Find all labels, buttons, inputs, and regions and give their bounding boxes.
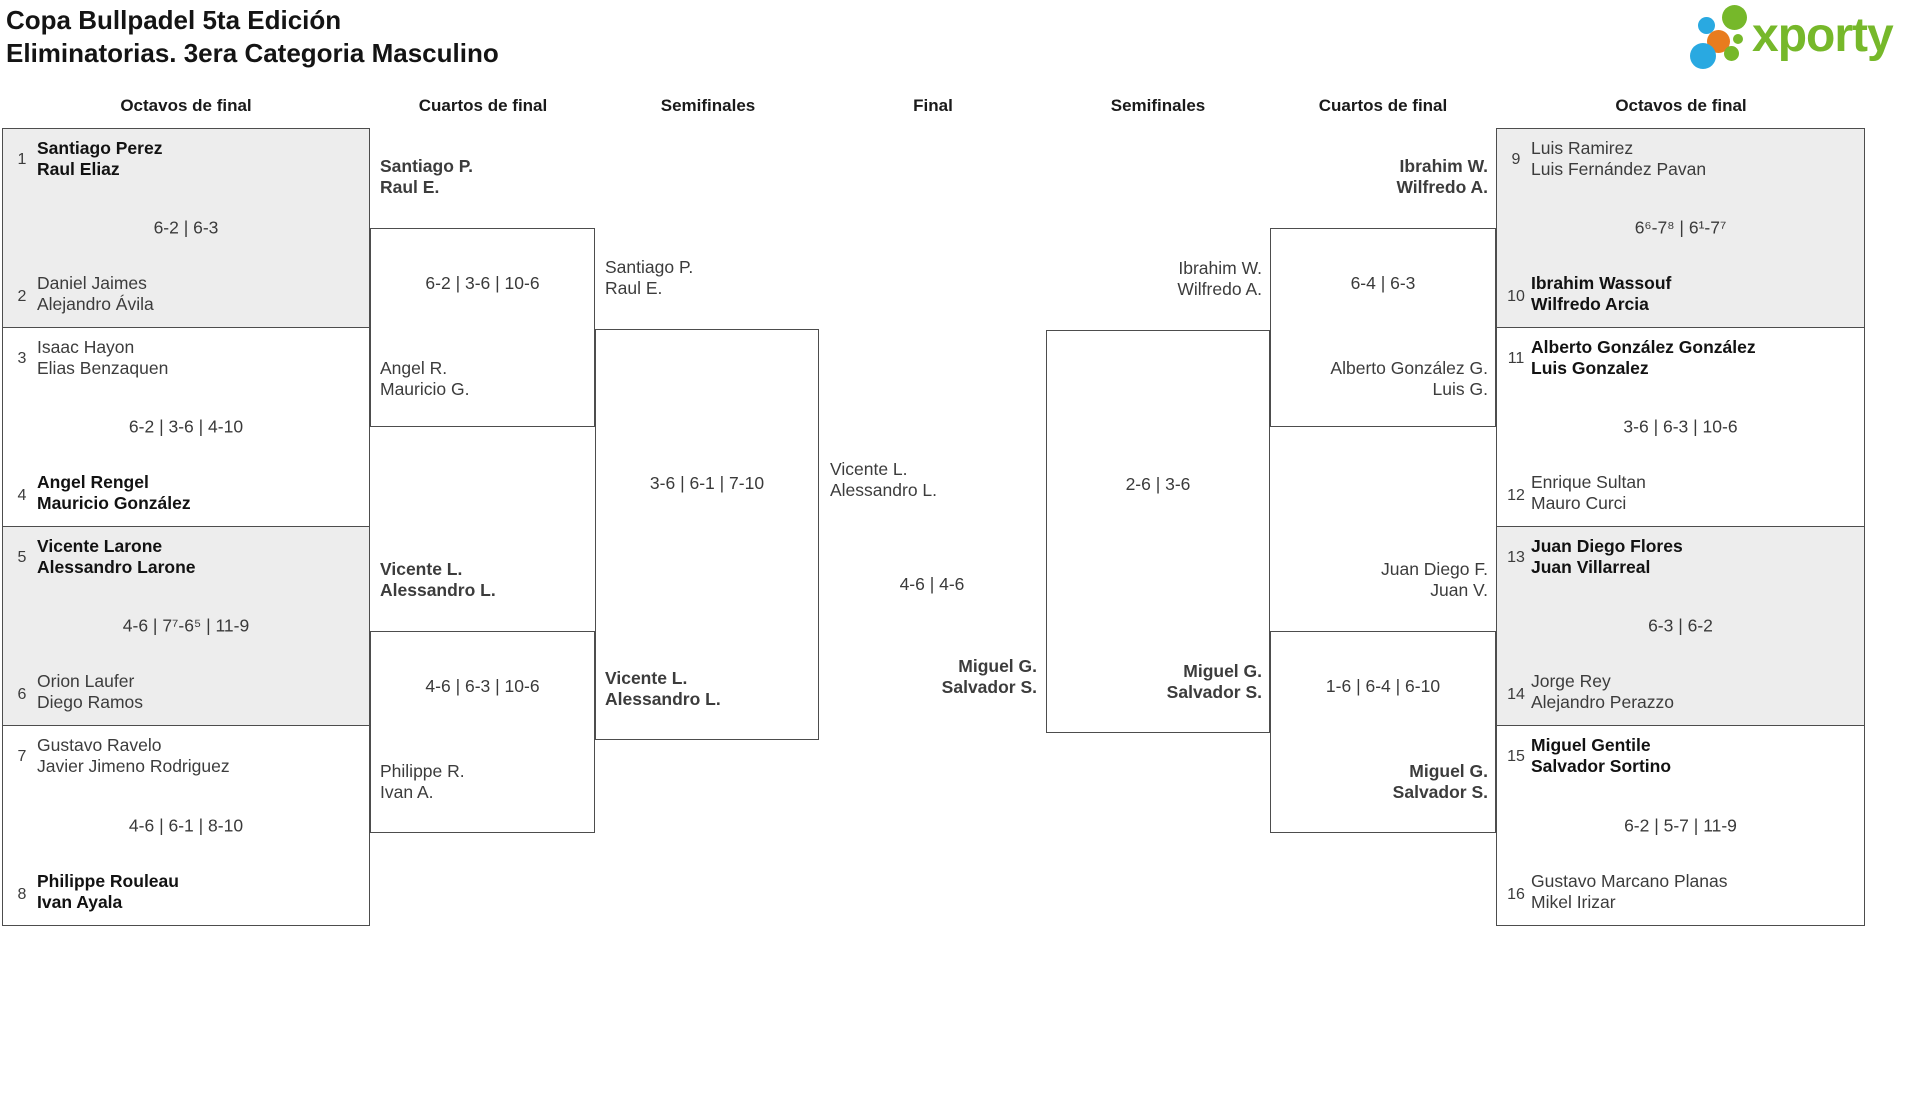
match-score: 6-4 | 6-3 (1350, 273, 1416, 293)
team-names: Miguel G. Salvador S. (941, 656, 1037, 697)
team-names: Angel R. Mauricio G. (380, 358, 470, 399)
team-names: Vicente L. Alessandro L. (830, 459, 938, 500)
match-score: 3-6 | 6-3 | 10-6 (1623, 416, 1738, 437)
match-score: 6-2 | 3-6 | 10-6 (425, 273, 540, 293)
title-line-1: Copa Bullpadel 5ta Edición (6, 5, 342, 35)
team-names: Philippe Rouleau Ivan Ayala (37, 871, 179, 912)
team-names: Santiago Perez Raul Eliaz (37, 138, 163, 179)
seed-number: 6 (17, 686, 27, 703)
seed-number: 3 (17, 350, 27, 367)
team-names: Gustavo Marcano Planas Mikel Irizar (1531, 871, 1728, 912)
seed-number: 8 (17, 886, 27, 903)
cuartos-left-1-box: 6-2 | 3-6 | 10-6 (370, 228, 595, 427)
semifinal-right-box: 2-6 | 3-6 (1046, 330, 1270, 733)
semifinal-left-box: 3-6 | 6-1 | 7-10 (595, 329, 819, 740)
seed-number: 5 (17, 549, 27, 566)
team-names: Alberto González G. Luis G. (1330, 358, 1488, 399)
match-box-octavos-7: 13 Juan Diego Flores Juan Villarreal 6-3… (1496, 526, 1865, 726)
match-score: 2-6 | 3-6 (1125, 474, 1191, 494)
logo-dot-icon (1722, 5, 1747, 30)
round-header-semis-right: Semifinales (1110, 96, 1206, 115)
page-title: Copa Bullpadel 5ta Edición Eliminatorias… (6, 4, 499, 70)
match-score: 1-6 | 6-4 | 6-10 (1325, 676, 1441, 696)
match-score: 3-6 | 6-1 | 7-10 (649, 473, 765, 493)
title-line-2: Eliminatorias. 3era Categoria Masculino (6, 38, 499, 68)
team-names: Orion Laufer Diego Ramos (37, 671, 144, 712)
cuartos-left-2-box: 4-6 | 6-3 | 10-6 (370, 631, 595, 833)
match-box-octavos-4: 7 Gustavo Ravelo Javier Jimeno Rodriguez… (2, 725, 370, 926)
seed-number: 9 (1511, 151, 1521, 168)
logo-wordmark: xporty (1752, 9, 1894, 62)
match-score: 4-6 | 6-1 | 8-10 (128, 815, 244, 835)
cuartos-right-2-box: 1-6 | 6-4 | 6-10 (1270, 631, 1496, 833)
seed-number: 11 (1507, 350, 1525, 367)
team-names: Vicente Larone Alessandro Larone (37, 536, 196, 577)
team-names: Santiago P. Raul E. (380, 156, 474, 197)
round-header-semis-left: Semifinales (660, 96, 756, 115)
match-score: 6-2 | 5-7 | 11-9 (1624, 815, 1737, 835)
team-names: Miguel Gentile Salvador Sortino (1531, 735, 1672, 776)
team-names: Enrique Sultan Mauro Curci (1531, 472, 1646, 513)
team-names: Luis Ramirez Luis Fernández Pavan (1531, 138, 1707, 179)
team-names: Vicente L. Alessandro L. (380, 559, 496, 600)
round-header-octavos-right: Octavos de final (1615, 96, 1747, 115)
team-names: Alberto González González Luis Gonzalez (1531, 337, 1756, 378)
round-header-final: Final (913, 96, 953, 115)
round-header-octavos-left: Octavos de final (120, 96, 252, 115)
match-box-octavos-1: 1 Santiago Perez Raul Eliaz 6-2 | 6-3 2 … (2, 128, 370, 328)
team-names: Vicente L. Alessandro L. (605, 668, 721, 709)
seed-number: 2 (17, 288, 27, 305)
match-score: 4-6 | 6-3 | 10-6 (425, 676, 540, 696)
team-names: Juan Diego F. Juan V. (1380, 559, 1488, 600)
match-box-octavos-3: 5 Vicente Larone Alessandro Larone 4-6 |… (2, 526, 370, 726)
cuartos-right-1-box: 6-4 | 6-3 (1270, 228, 1496, 427)
team-names: Miguel G. Salvador S. (1392, 761, 1488, 802)
team-names: Daniel Jaimes Alejandro Ávila (37, 273, 154, 314)
logo-dot-icon (1733, 34, 1743, 44)
team-names: Philippe R. Ivan A. (380, 761, 465, 802)
seed-number: 12 (1507, 487, 1525, 504)
seed-number: 14 (1507, 686, 1525, 703)
team-names: Isaac Hayon Elias Benzaquen (37, 337, 169, 378)
team-names: Gustavo Ravelo Javier Jimeno Rodriguez (37, 735, 230, 776)
match-box-octavos-5: 9 Luis Ramirez Luis Fernández Pavan 6⁶-7… (1496, 128, 1865, 328)
seed-number: 16 (1507, 886, 1525, 903)
match-box-octavos-2: 3 Isaac Hayon Elias Benzaquen 6-2 | 3-6 … (2, 327, 370, 527)
match-score: 6-2 | 6-3 (153, 217, 219, 238)
round-header-cuartos-left: Cuartos de final (418, 96, 548, 115)
match-score: 4-6 | 4-6 (899, 574, 965, 594)
match-score: 6⁶-7⁸ | 6¹-7⁷ (1634, 217, 1727, 238)
match-box-octavos-6: 11 Alberto González González Luis Gonzal… (1496, 327, 1865, 527)
team-names: Miguel G. Salvador S. (1166, 661, 1262, 702)
match-score: 6-3 | 6-2 (1648, 615, 1713, 636)
team-names: Angel Rengel Mauricio González (37, 472, 191, 513)
match-score: 4-6 | 7⁷-6⁵ | 11-9 (122, 615, 250, 636)
match-score: 6-2 | 3-6 | 4-10 (128, 416, 244, 437)
logo-dot-icon (1698, 17, 1715, 34)
match-box-octavos-8: 15 Miguel Gentile Salvador Sortino 6-2 |… (1496, 725, 1865, 926)
round-header-cuartos-right: Cuartos de final (1318, 96, 1448, 115)
seed-number: 7 (17, 748, 27, 765)
seed-number: 13 (1507, 549, 1525, 566)
team-names: Ibrahim Wassouf Wilfredo Arcia (1531, 273, 1672, 314)
team-names: Jorge Rey Alejandro Perazzo (1531, 671, 1674, 712)
seed-number: 15 (1507, 748, 1525, 765)
seed-number: 10 (1507, 288, 1525, 305)
team-names: Ibrahim W. Wilfredo A. (1396, 156, 1488, 197)
logo-dot-icon (1724, 46, 1739, 61)
xporty-logo[interactable]: xporty (1688, 2, 1916, 82)
seed-number: 4 (17, 487, 27, 504)
seed-number: 1 (17, 151, 27, 168)
team-names: Ibrahim W. Wilfredo A. (1177, 258, 1262, 299)
team-names: Santiago P. Raul E. (605, 257, 694, 298)
team-names: Juan Diego Flores Juan Villarreal (1531, 536, 1683, 577)
logo-dot-icon (1690, 43, 1716, 69)
